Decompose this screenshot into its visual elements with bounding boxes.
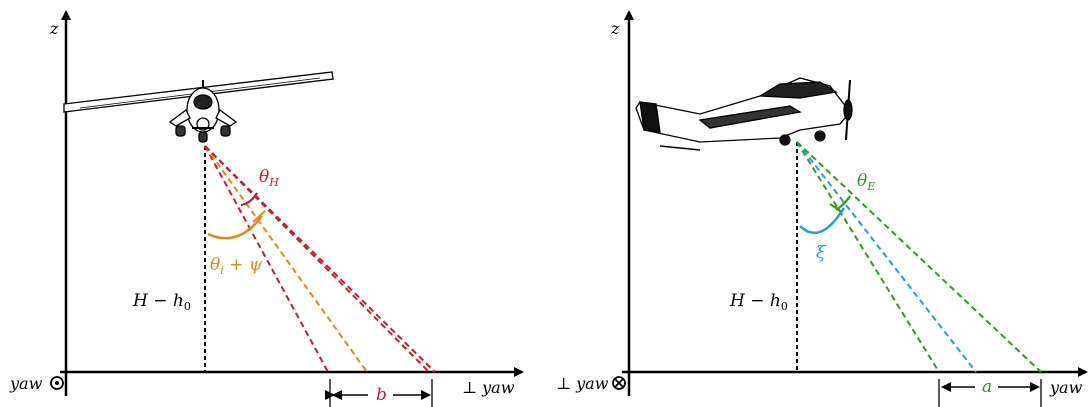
left-theta-i-psi-arc xyxy=(207,215,263,240)
left-orange-beam xyxy=(204,145,368,373)
right-origin-label: ⊥ yaw xyxy=(556,374,609,393)
right-width-label: a xyxy=(982,377,992,397)
right-xi-arc xyxy=(799,207,846,235)
right-theta-tick xyxy=(829,203,843,213)
left-red-beam-outer-b xyxy=(204,145,436,373)
left-out-of-page-symbol-icon xyxy=(50,376,64,390)
left-airplane-front-view-icon xyxy=(63,71,334,143)
right-airplane-side-view-icon xyxy=(635,77,853,151)
right-green-beam-inner xyxy=(796,141,940,373)
left-theta-h-label: θH xyxy=(259,167,279,189)
right-x-axis-label: yaw xyxy=(1049,378,1083,397)
right-width-dimension xyxy=(938,379,1042,407)
right-into-page-symbol-icon xyxy=(612,376,626,390)
right-z-label: z xyxy=(610,19,620,38)
left-red-beam-inner xyxy=(204,145,329,373)
right-theta-e-label: θE xyxy=(857,171,875,193)
right-blue-beam xyxy=(796,141,977,373)
right-xi-label: ξ xyxy=(816,243,827,263)
left-z-label: z xyxy=(49,19,59,38)
left-width-label: b xyxy=(376,385,387,405)
left-x-axis-label: ⊥ yaw xyxy=(462,378,515,397)
left-origin-label: yaw xyxy=(9,374,43,393)
left-theta-h-arc xyxy=(240,192,258,207)
left-panel: z ⊥ yaw yaw H − h0 θH θi + ψ b xyxy=(9,10,524,407)
left-arc-tick xyxy=(252,210,266,223)
left-width-dimension xyxy=(325,379,433,407)
right-panel: z yaw ⊥ yaw H − h0 θE ξ a xyxy=(556,10,1088,407)
left-height-label: H − h0 xyxy=(132,291,191,313)
right-green-beam-outer xyxy=(796,141,1042,373)
left-theta-i-psi-label: θi + ψ xyxy=(210,255,263,277)
right-height-label: H − h0 xyxy=(729,291,788,313)
